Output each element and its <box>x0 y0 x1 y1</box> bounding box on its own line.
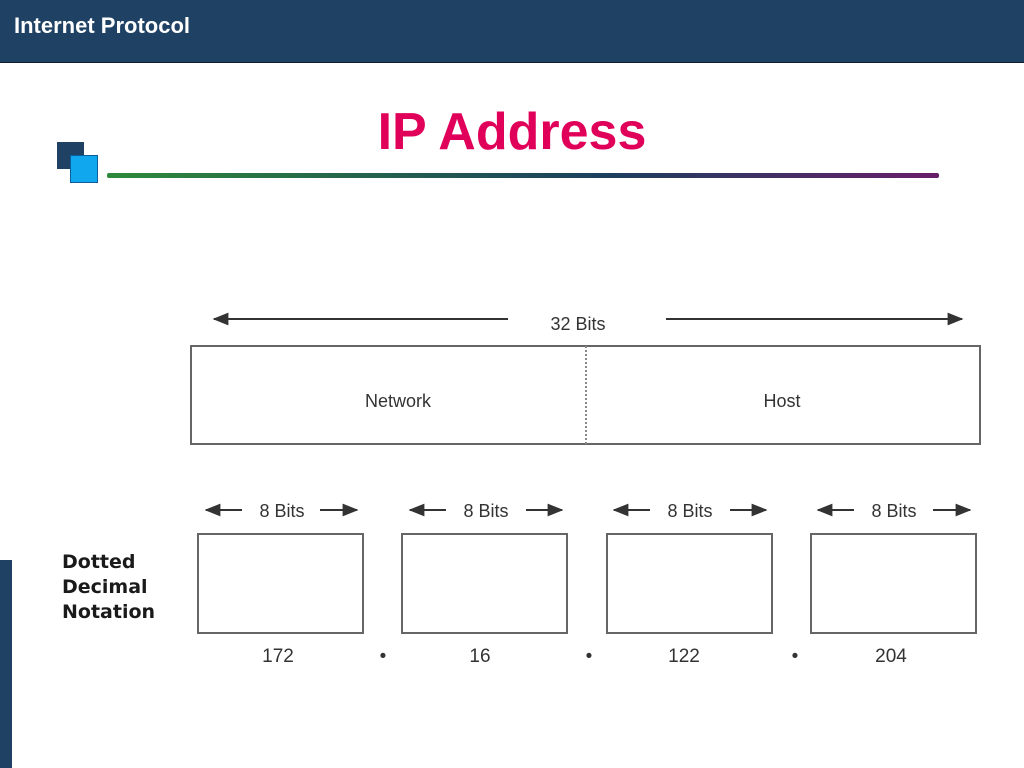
octet-1-box <box>197 533 364 634</box>
octet-separator-3: • <box>792 646 799 667</box>
decorative-square-light <box>70 155 98 183</box>
slide-title: IP Address <box>377 103 647 161</box>
octet-4-bits-label: 8 Bits <box>871 501 916 521</box>
title-underline <box>107 173 939 178</box>
octet-separator-1: • <box>380 646 387 667</box>
left-accent-bar <box>0 560 12 768</box>
notation-line-2: Decimal <box>62 576 148 598</box>
octet-4-box <box>810 533 977 634</box>
host-label: Host <box>763 391 800 411</box>
octet-1-value: 172 <box>262 646 294 667</box>
notation-line-1: Dotted <box>62 551 136 573</box>
octet-3-bits-label: 8 Bits <box>667 501 712 521</box>
octet-1-bits-label: 8 Bits <box>259 501 304 521</box>
header-bar: Internet Protocol <box>0 0 1024 63</box>
header-title: Internet Protocol <box>14 13 191 38</box>
octet-separator-2: • <box>586 646 593 667</box>
octet-3-value: 122 <box>668 646 700 667</box>
network-label: Network <box>365 391 432 411</box>
notation-line-3: Notation <box>62 601 156 623</box>
octet-2-box <box>401 533 568 634</box>
dotted-decimal-notation-label: Dotted Decimal Notation <box>62 550 192 625</box>
octet-4-value: 204 <box>875 646 907 667</box>
octet-3-box <box>606 533 773 634</box>
octet-2-value: 16 <box>469 646 490 667</box>
octet-2-bits-label: 8 Bits <box>463 501 508 521</box>
total-bits-label: 32 Bits <box>550 314 605 334</box>
